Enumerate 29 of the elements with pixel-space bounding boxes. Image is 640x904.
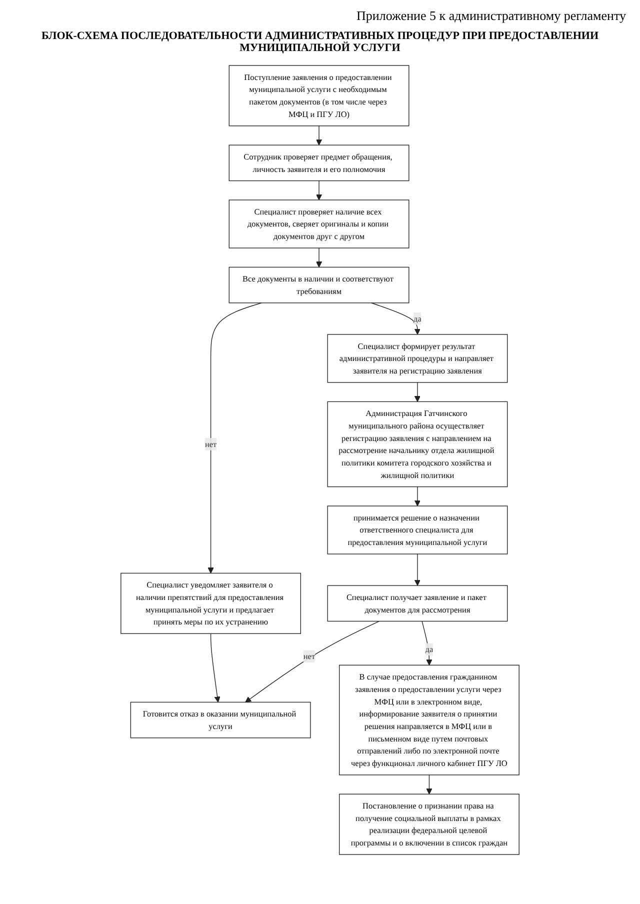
arrow: [316, 248, 322, 268]
edge-label: нет: [303, 652, 316, 662]
diagram-title: БЛОК-СХЕМА ПОСЛЕДОВАТЕЛЬНОСТИ АДМИНИСТРАТИВНЫХ ПРОЦЕДУР ПРИ ПРЕДОСТАВЛЕНИИ МУНИЦИПАЛЬНОЙ УСЛУГИ: [40, 30, 600, 54]
arrow: [210, 633, 220, 702]
arrow: [316, 180, 322, 200]
arrow: [414, 382, 420, 402]
arrow: [426, 774, 432, 794]
node-box: Готовится отказ в оказании муниципальной услуги: [130, 702, 311, 738]
node-box: Администрация Гатчинского муниципального района осуществляет регистрацию заявления с направлением на рассмотрение начальнику отдела жилищной политики комитета городского хозяйства и жилищной политики: [327, 401, 508, 488]
arrow: [414, 486, 420, 506]
node-box: Поступление заявления о предоставлении муниципальной услуги с необходимым пакетом документов (в том числе через МФЦ и ПГУ ЛО): [228, 65, 410, 126]
node-box: принимается решение о назначении ответственного специалиста для предоставления муниципальной услуги: [327, 506, 508, 554]
arrow: [316, 126, 322, 146]
node-box: Постановление о признании права на получение социальной выплаты в рамках реализации федеральной целевой программы и о включении в список граждан: [339, 794, 520, 855]
arrow: [245, 620, 380, 702]
node-box: Специалист формирует результат административной процедуры и направляет заявителя на регистрацию заявления: [327, 334, 508, 383]
arrow: [414, 554, 420, 586]
note-text: Приложение 5 к административному регламенту: [356, 8, 626, 24]
edge-label: нет: [204, 439, 217, 450]
node-box: Сотрудник проверяет предмет обращения, личность заявителя и его полномочия: [228, 144, 410, 182]
node-box: Специалист проверяет наличие всех документов, сверяет оригиналы и копии документов друг с другом: [228, 200, 410, 248]
node-box: Специалист уведомляет заявителя о наличии препятствий для предоставления муниципальной услуги и предлагает принять меры по их устранению: [120, 572, 301, 634]
node-box: Все документы в наличии и соответствуют требованиям: [228, 266, 410, 304]
node-box: В случае предоставления гражданином заявления о предоставлении услуги через МФЦ или в электронном виде, информирование заявителя о принятии решения направляется в МФЦ или в письменном виде путем почтовых отправлений либо по электронной почте через функционал личного кабинет ПГУ ЛО: [339, 664, 520, 776]
arrow: [208, 302, 262, 574]
edge-label: да: [414, 314, 422, 324]
edge-label: да: [425, 644, 434, 654]
arrow: [370, 302, 420, 335]
node-box: Специалист получает заявление и пакет документов для рассмотрения: [327, 585, 508, 622]
